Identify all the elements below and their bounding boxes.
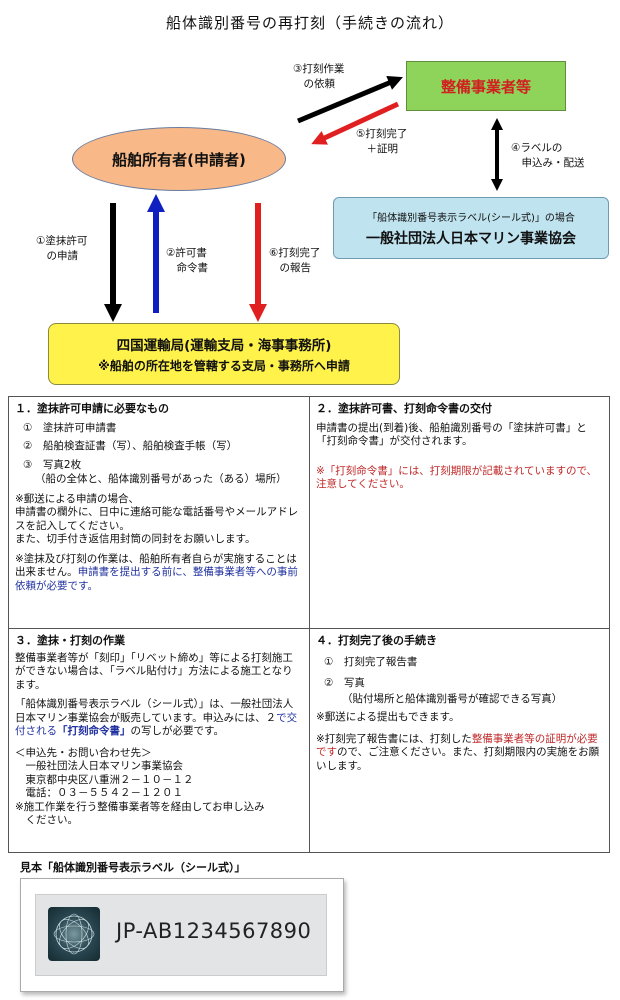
section4-cell: ４．打刻完了後の手続き ① 打刻完了報告書 ② 写真 （貼付場所と船体識別番号が… <box>309 628 610 853</box>
step4-label: ④ラベルの 申込み・配送 <box>511 141 585 171</box>
section4-item2-note: （貼付場所と船体識別番号が確認できる写真） <box>342 693 603 707</box>
section2-cell: ２．塗抹許可書、打刻命令書の交付 申請書の提出(到着)後、船舶識別番号の「塗抹許… <box>309 396 610 629</box>
section3-body2-order: 「打刻命令書」 <box>57 725 131 737</box>
owner-ellipse: 船舶所有者(申請者) <box>72 127 286 191</box>
section4-report-note: ※打刻完了報告書には、打刻した <box>316 733 472 745</box>
procedure-table: １．塗抹許可申請に必要なもの ① 塗抹許可申請書 ② 船舶検査証書（写）、船舶検… <box>8 396 610 853</box>
step6-label: ⑥打刻完了 の報告 <box>269 246 320 276</box>
section4-heading: ４．打刻完了後の手続き <box>316 634 603 648</box>
bureau-sub: ※船舶の所在地を管轄する支局・事務所へ申請 <box>98 357 350 374</box>
section4-mail-note: ※郵送による提出もできます。 <box>316 711 603 725</box>
section1-heading: １．塗抹許可申請に必要なもの <box>15 402 303 416</box>
section4-item: ① 打刻完了報告書 <box>324 656 603 670</box>
association-sub: 「船体識別番号表示ラベル(シール式)」の場合 <box>367 209 575 224</box>
section4-item: ② 写真 <box>324 677 603 691</box>
step5-label: ⑤打刻完了 ＋証明 <box>356 127 407 157</box>
hull-id-text: JP-AB1234567890 <box>116 919 311 943</box>
section1-item: ③ 写真2枚 <box>23 459 303 473</box>
hull-id-label: JP-AB1234567890 <box>35 894 327 976</box>
sample-label-image: JP-AB1234567890 <box>20 878 344 992</box>
association-box: 「船体識別番号表示ラベル(シール式)」の場合 一般社団法人日本マリン事業協会 <box>333 197 609 259</box>
bureau-main: 四国運輸局(運輸支局・海事事務所) <box>117 334 332 354</box>
section3-heading: ３．塗抹・打刻の作業 <box>15 634 303 648</box>
section2-body: 申請書の提出(到着)後、船舶識別番号の「塗抹許可書」と「打刻命令書」が交付されま… <box>316 422 603 449</box>
association-main: 一般社団法人日本マリン事業協会 <box>366 228 576 248</box>
section3-body2: 「船体識別番号表示ラベル（シール式）」は、一般社団法人日本マリン事業協会が販売し… <box>15 698 293 724</box>
section3-body1: 整備事業者等が「刻印」「リベット締め」等による打刻施工ができない場合は、「ラベル… <box>15 652 303 693</box>
section2-heading: ２．塗抹許可書、打刻命令書の交付 <box>316 402 603 416</box>
section3-contact: ＜申込先・お問い合わせ先＞ 一般社団法人日本マリン事業協会 東京都中央区八重洲２… <box>15 747 303 801</box>
section3-body2-end: の写しが必要です。 <box>131 725 224 737</box>
step3-label: ③打刻作業 の依頼 <box>293 62 344 92</box>
section1-mail-note: ※郵送による申請の場合、 申請書の欄外に、日中に連絡可能な電話番号やメールアドレ… <box>15 493 303 547</box>
step1-label: ①塗抹許可 の申請 <box>36 234 87 264</box>
hologram-icon <box>48 907 100 961</box>
owner-label: 船舶所有者(申請者) <box>112 149 246 170</box>
sample-caption: 見本「船体識別番号表示ラベル（シール式）」 <box>20 859 246 875</box>
section1-item3-note: （船の全体と、船体識別番号があった（ある）場所） <box>35 473 303 487</box>
section2-note: ※「打刻命令書」には、打刻期限が記載されていますので、注意してください。 <box>316 465 603 492</box>
maintenance-label: 整備事業者等 <box>441 76 531 97</box>
section1-cell: １．塗抹許可申請に必要なもの ① 塗抹許可申請書 ② 船舶検査証書（写）、船舶検… <box>8 396 310 629</box>
section3-contact-note: ※施工作業を行う整備事業者等を経由してお申し込み ください。 <box>15 801 303 828</box>
maintenance-box: 整備事業者等 <box>406 61 566 111</box>
section1-item: ① 塗抹許可申請書 <box>23 422 303 436</box>
section3-cell: ３．塗抹・打刻の作業 整備事業者等が「刻印」「リベット締め」等による打刻施工がで… <box>8 628 310 853</box>
section1-item: ② 船舶検査証書（写）、船舶検査手帳（写） <box>23 440 303 454</box>
section4-report-note-end: ので、ご注意ください。また、打刻期限内の実施をお願いします。 <box>316 746 599 772</box>
bureau-box: 四国運輸局(運輸支局・海事事務所) ※船舶の所在地を管轄する支局・事務所へ申請 <box>48 323 400 385</box>
step2-label: ②許可書 命令書 <box>166 246 208 276</box>
